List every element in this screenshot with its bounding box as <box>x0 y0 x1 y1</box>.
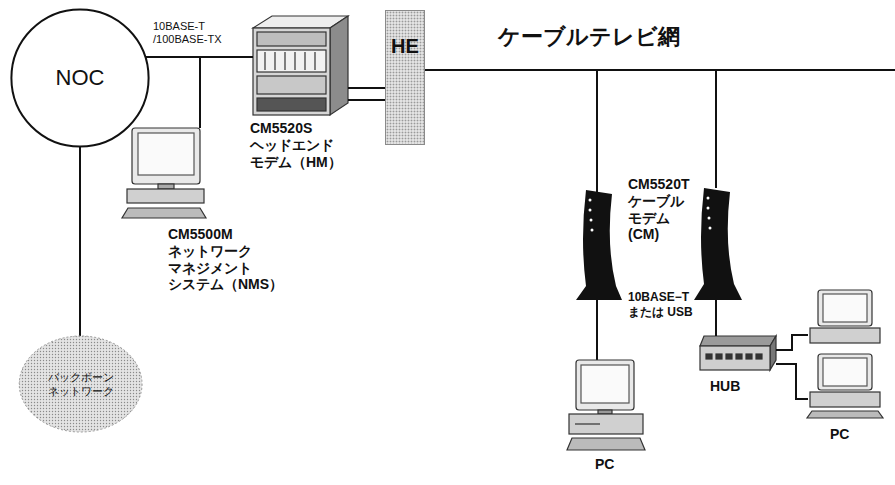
network-label: ケーブルテレビ網 <box>498 22 680 52</box>
pc: PC <box>568 360 644 452</box>
drop-wire <box>596 70 598 192</box>
pc-pair <box>807 290 883 418</box>
circle-shape <box>11 9 148 146</box>
device-label: CM5520T ケーブル モデム (CM) <box>628 176 692 243</box>
cable-modem: CM5520T ケーブル モデム (CM) <box>690 188 742 300</box>
circle-shape <box>20 336 143 432</box>
link-label: 10BASE−T または USB <box>628 290 694 320</box>
pc-left <box>567 360 645 450</box>
device-label: CM5520S ヘッドエンド モデム（HM） <box>250 120 350 170</box>
node-label: NOC <box>56 65 105 91</box>
network-management-system: CM5500M ネットワーク マネジメント システム（NMS） <box>125 128 207 218</box>
cable-line <box>716 69 895 71</box>
cable-modem-right <box>694 188 742 300</box>
pc-group: PC <box>808 290 884 418</box>
nms-computer <box>122 128 206 218</box>
connector-line <box>776 364 808 399</box>
node-label: バックボーン ネットワーク <box>44 370 118 399</box>
connector-line <box>425 70 716 188</box>
connector-line <box>79 147 81 336</box>
headend-band: HE <box>385 10 425 145</box>
node-label: HE <box>391 35 419 58</box>
stippled-circle <box>18 335 143 433</box>
cable-wires <box>597 70 895 360</box>
device-label: CM5500M ネットワーク マネジメント システム（NMS） <box>168 226 290 293</box>
connector-line <box>348 99 385 101</box>
noc-circle: NOC <box>10 8 150 148</box>
device-label: PC <box>830 426 849 443</box>
connector-line <box>776 335 808 350</box>
headend-rack <box>253 16 348 115</box>
pc-wire <box>596 300 598 360</box>
cable-modem-left <box>576 190 622 300</box>
hub-box <box>700 336 776 370</box>
headend-modem: CM5520S ヘッドエンド モデム（HM） <box>253 16 348 115</box>
device-label: HUB <box>710 378 740 395</box>
device-label: PC <box>595 456 614 473</box>
backbone-circle: バックボーン ネットワーク <box>18 335 143 433</box>
connector-line <box>145 57 200 128</box>
hub: HUB <box>700 336 776 372</box>
connector-line <box>348 87 385 89</box>
link-label: 10BASE-T /100BASE-TX <box>153 20 233 46</box>
connector-line <box>715 300 717 336</box>
